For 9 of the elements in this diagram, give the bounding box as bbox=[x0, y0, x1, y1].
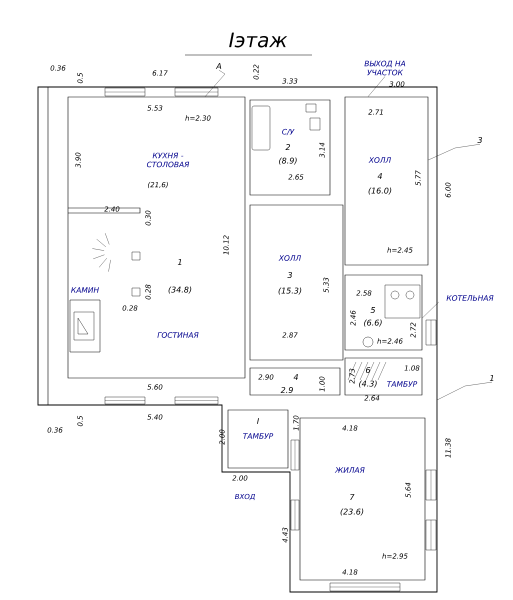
leader-line bbox=[368, 76, 386, 97]
leader-line bbox=[436, 382, 492, 400]
leader-line bbox=[428, 144, 480, 160]
title: Iэтаж bbox=[229, 32, 288, 48]
axis-mark: 3 bbox=[477, 136, 482, 144]
axis-mark: А bbox=[216, 63, 222, 69]
leader-line bbox=[204, 70, 226, 97]
leader-line bbox=[422, 302, 439, 318]
axis-mark: 1 bbox=[490, 375, 494, 381]
